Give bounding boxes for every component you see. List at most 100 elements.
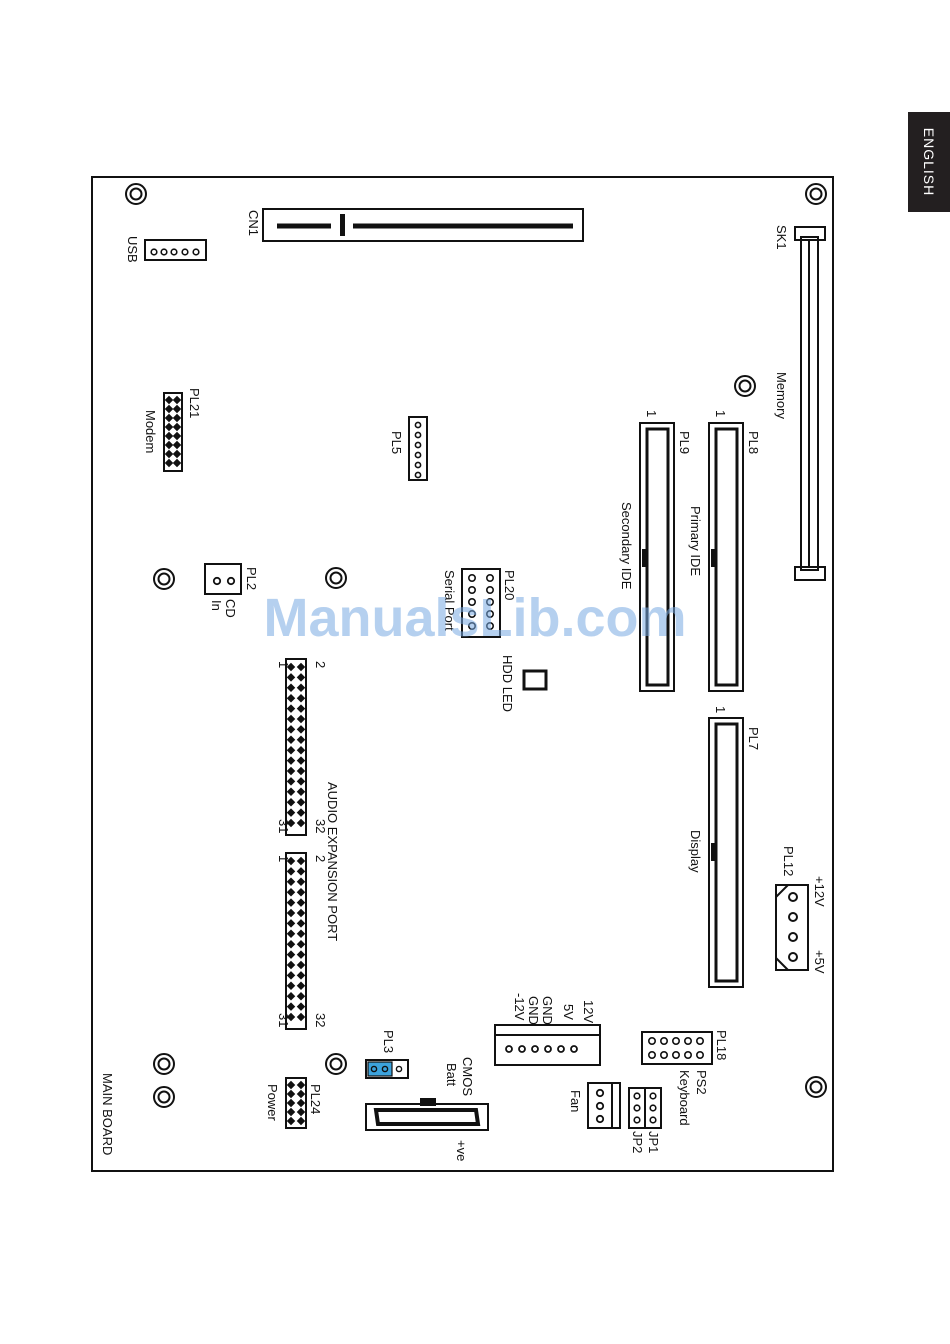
connector-pin — [287, 940, 295, 948]
connector-pin — [173, 396, 181, 404]
connector-pin — [287, 919, 295, 927]
fan-connector — [588, 1083, 620, 1128]
connector-pin — [649, 1038, 655, 1044]
audio2-pin2: 2 — [313, 855, 328, 862]
connector-pin — [173, 441, 181, 449]
connector-pin — [297, 819, 305, 827]
connector-pin — [415, 442, 420, 447]
connector-pin — [297, 777, 305, 785]
connector-pin — [287, 982, 295, 990]
pl2-label: PL2 — [244, 567, 259, 590]
audio1-pin31: 31 — [276, 819, 291, 833]
connector-pin — [415, 472, 420, 477]
connector-pin — [697, 1052, 703, 1058]
connector-pin — [287, 715, 295, 723]
connector-pin — [287, 798, 295, 806]
usb-connector — [145, 240, 206, 260]
primary-ide-label: Primary IDE — [688, 506, 703, 576]
plus5v-label: +5V — [812, 950, 827, 974]
jp1-label: JP1 — [646, 1131, 661, 1153]
pwr-12v-label: 12V — [581, 1000, 596, 1023]
sk1-label: SK1 — [774, 225, 789, 250]
connector-pin — [287, 756, 295, 764]
connector-pin — [297, 1117, 305, 1125]
connector-pin — [287, 777, 295, 785]
connector-pin — [661, 1038, 667, 1044]
pl3-jumper — [366, 1060, 408, 1078]
modem-label: Modem — [143, 410, 158, 453]
connector-pin — [287, 888, 295, 896]
connector-pin — [287, 898, 295, 906]
connector-pin — [487, 575, 493, 581]
pl8-label: PL8 — [746, 431, 761, 454]
connector-pin — [297, 767, 305, 775]
connector-pin — [673, 1038, 679, 1044]
connector-pin — [287, 909, 295, 917]
connector-pin — [173, 432, 181, 440]
connector-pin — [469, 575, 475, 581]
connector-pin — [297, 982, 305, 990]
pl24-label: PL24 — [308, 1084, 323, 1114]
connector-pin — [287, 684, 295, 692]
pl21-label: PL21 — [187, 388, 202, 418]
cn1-label: CN1 — [246, 210, 261, 236]
pl12-label: PL12 — [781, 846, 796, 876]
pl5-label: PL5 — [389, 431, 404, 454]
connector-pin — [415, 422, 420, 427]
ps2-label: PS2 — [694, 1070, 709, 1095]
audio-header-1 — [286, 659, 306, 835]
jp1-jp2-jumpers — [629, 1088, 661, 1128]
plus-ve-label: +ve — [454, 1140, 469, 1161]
audio2-pin32: 32 — [313, 1013, 328, 1027]
connector-pin — [287, 992, 295, 1000]
pl9-secondary-ide — [640, 423, 674, 691]
connector-pin — [287, 1108, 295, 1116]
connector-pin — [165, 405, 173, 413]
audio2-pin31: 31 — [276, 1013, 291, 1027]
connector-pin — [287, 673, 295, 681]
pl21-modem-header — [164, 393, 182, 471]
pl18-ps2-keyboard-connector — [642, 1032, 712, 1064]
connector-pin — [287, 808, 295, 816]
connector-pin — [287, 950, 295, 958]
pl7-label: PL7 — [746, 727, 761, 750]
pl7-pin1: 1 — [713, 706, 728, 713]
connector-pin — [415, 462, 420, 467]
connector-pin — [165, 441, 173, 449]
keyboard-label: Keyboard — [677, 1070, 692, 1126]
plus12v-label: +12V — [812, 876, 827, 907]
cn1-connector — [263, 209, 583, 241]
audio1-pin2: 2 — [313, 661, 328, 668]
usb-label: USB — [125, 236, 140, 263]
secondary-ide-label: Secondary IDE — [619, 502, 634, 590]
connector-pin — [287, 1002, 295, 1010]
connector-pin — [287, 878, 295, 886]
pwr-gnd2-label: GND — [526, 996, 541, 1025]
connector-pin — [297, 971, 305, 979]
cd-in-label-2: In — [209, 600, 224, 611]
connector-pin — [173, 405, 181, 413]
pwr-5v-label: 5V — [561, 1004, 576, 1020]
connector-pin — [297, 1090, 305, 1098]
batt-label: Batt — [444, 1063, 459, 1087]
pl8-primary-ide — [709, 423, 743, 691]
connector-pin — [173, 459, 181, 467]
connector-pin — [287, 704, 295, 712]
board-outline — [92, 177, 833, 1171]
pl8-pin1: 1 — [713, 410, 728, 417]
display-label: Display — [688, 830, 703, 873]
hdd-led-connector — [524, 671, 546, 689]
connector-pin — [297, 992, 305, 1000]
connector-pin — [287, 746, 295, 754]
audio1-pin32: 32 — [313, 819, 328, 833]
connector-pin — [165, 450, 173, 458]
connector-pin — [297, 867, 305, 875]
audio1-pin1: 1 — [276, 661, 291, 668]
connector-pin — [297, 684, 305, 692]
connector-pin — [165, 423, 173, 431]
connector-pin — [297, 673, 305, 681]
connector-pin — [415, 452, 420, 457]
cd-in-label-1: CD — [223, 599, 238, 618]
connector-pin — [297, 694, 305, 702]
